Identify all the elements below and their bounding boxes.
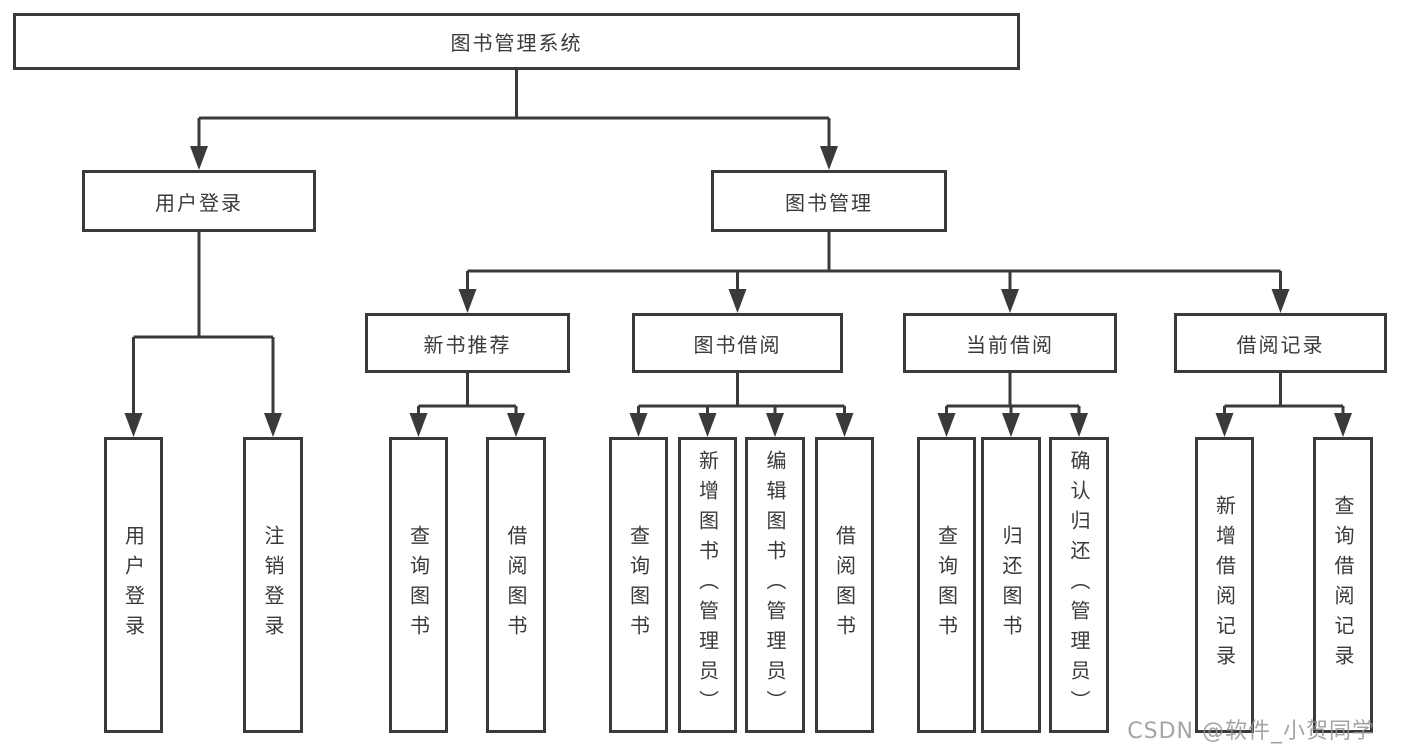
tree-edges: [132, 70, 1345, 431]
node-book-borrow: 图书借阅: [632, 313, 843, 373]
node-current-borrow: 当前借阅: [903, 313, 1117, 373]
leaf-confirm-return-admin-label: 确认归还（管理员）: [1067, 450, 1091, 720]
leaf-borrow-books-label: 借阅图书: [832, 525, 857, 645]
leaf-query-borrow-record-label: 查询借阅记录: [1331, 495, 1355, 675]
node-new-book-recommend: 新书推荐: [365, 313, 570, 373]
leaf-logout: 注销登录: [243, 437, 303, 733]
node-borrow-records: 借阅记录: [1174, 313, 1387, 373]
leaf-edit-book-admin-label: 编辑图书（管理员）: [763, 450, 787, 720]
node-borrow-records-label: 借阅记录: [1236, 332, 1325, 357]
leaf-query-books-recommend-label: 查询图书: [406, 525, 431, 645]
leaf-query-books-borrow: 查询图书: [609, 437, 668, 733]
node-library-system-label: 图书管理系统: [450, 31, 583, 55]
node-book-borrow-label: 图书借阅: [693, 332, 782, 357]
leaf-borrow-books-recommend-label: 借阅图书: [504, 525, 528, 645]
leaf-user-login: 用户登录: [104, 437, 163, 733]
node-user-login-label: 用户登录: [155, 190, 243, 215]
leaf-query-books-recommend: 查询图书: [389, 437, 448, 733]
arrowhead-icons: [124, 146, 1352, 437]
leaf-add-borrow-record: 新增借阅记录: [1195, 437, 1254, 733]
leaf-query-books-borrow-label: 查询图书: [626, 525, 651, 645]
leaf-logout-label: 注销登录: [261, 525, 285, 645]
leaf-confirm-return-admin: 确认归还（管理员）: [1049, 437, 1109, 733]
leaf-add-book-admin-label: 新增图书（管理员）: [695, 450, 720, 720]
leaf-add-book-admin: 新增图书（管理员）: [678, 437, 737, 733]
leaf-borrow-books: 借阅图书: [815, 437, 874, 733]
leaf-borrow-books-recommend: 借阅图书: [486, 437, 546, 733]
leaf-return-book: 归还图书: [981, 437, 1041, 733]
node-new-book-recommend-label: 新书推荐: [423, 332, 512, 357]
leaf-query-books-current-label: 查询图书: [934, 525, 959, 645]
leaf-add-borrow-record-label: 新增借阅记录: [1212, 495, 1237, 675]
leaf-query-borrow-record: 查询借阅记录: [1313, 437, 1373, 733]
csdn-watermark: CSDN @软件_小贺同学: [1127, 719, 1375, 744]
node-library-system: 图书管理系统: [13, 13, 1020, 70]
leaf-user-login-label: 用户登录: [121, 525, 146, 645]
node-book-management-label: 图书管理: [785, 190, 873, 215]
leaf-edit-book-admin: 编辑图书（管理员）: [745, 437, 805, 733]
node-book-management: 图书管理: [711, 170, 947, 232]
leaf-query-books-current: 查询图书: [917, 437, 976, 733]
node-current-borrow-label: 当前借阅: [966, 332, 1054, 357]
node-user-login: 用户登录: [82, 170, 316, 232]
leaf-return-book-label: 归还图书: [999, 525, 1023, 645]
